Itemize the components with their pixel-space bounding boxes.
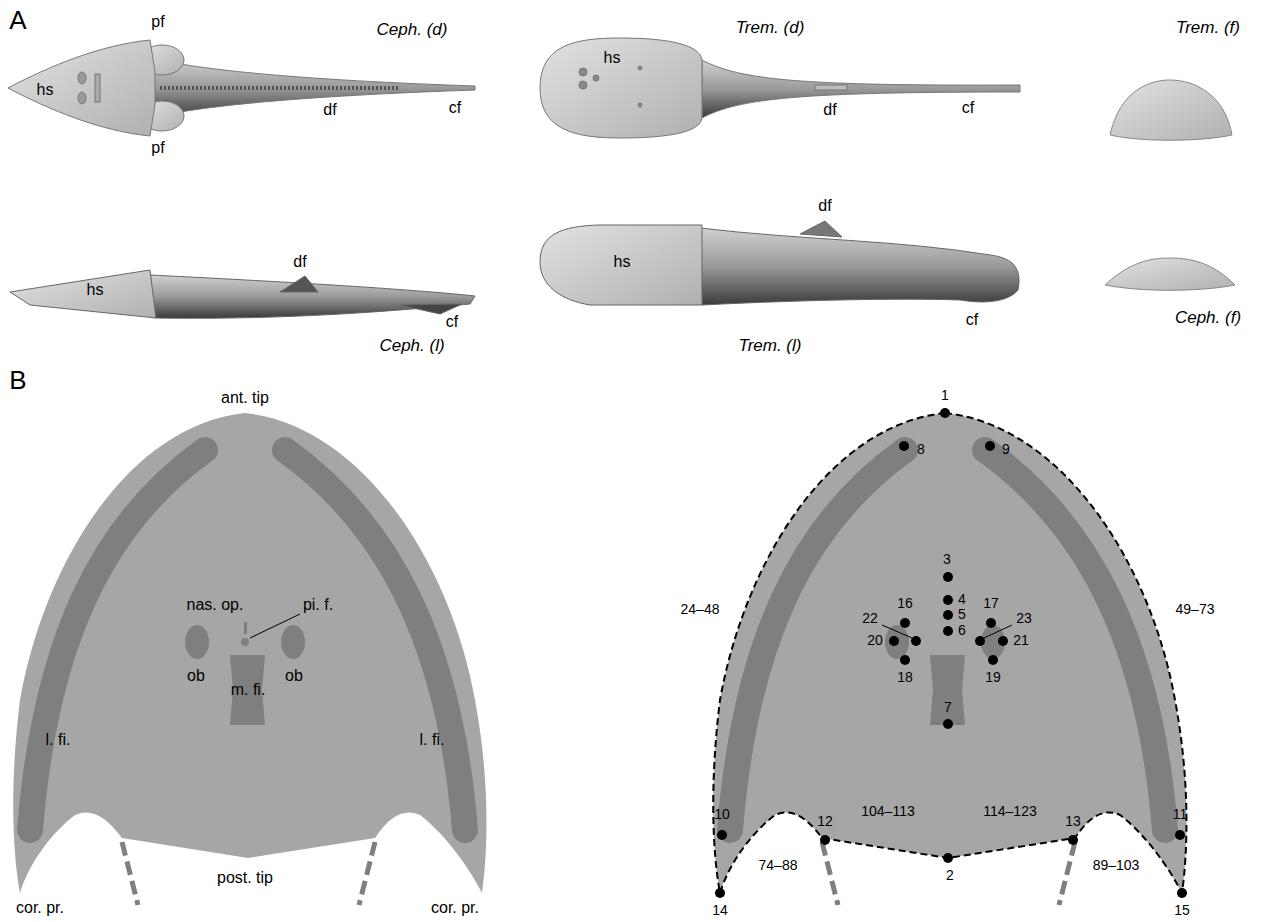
landmark-dot: [715, 888, 725, 898]
landmark-dot: [1175, 830, 1185, 840]
callout-number: 6: [958, 623, 966, 638]
callout-number: 11: [1173, 807, 1188, 822]
part-label: cf: [966, 311, 978, 329]
head-shield-left: [13, 413, 486, 905]
landmark-dot: [911, 636, 921, 646]
landmark-dot: [943, 572, 953, 582]
part-label: cor. pr.: [431, 899, 479, 917]
part-label: pf: [151, 139, 164, 157]
part-label: pi. f.: [303, 596, 333, 614]
part-label: cf: [446, 313, 458, 331]
part-label: l. fi.: [46, 731, 71, 749]
part-label: df: [293, 253, 306, 271]
callout-number: 74–88: [759, 858, 798, 873]
landmark-dot: [943, 626, 953, 636]
callout-number: 18: [897, 670, 913, 685]
part-label: pf: [151, 13, 164, 31]
landmark-dot: [988, 655, 998, 665]
part-label: l. fi.: [420, 731, 445, 749]
callout-number: 104–113: [861, 804, 914, 819]
callout-number: 20: [867, 633, 883, 648]
landmark-dot: [889, 636, 899, 646]
landmark-dot: [900, 655, 910, 665]
callout-number: 21: [1013, 633, 1029, 648]
callout-number: 12: [817, 814, 833, 829]
part-label: hs: [614, 253, 631, 271]
view-label: Ceph. (f): [1175, 309, 1241, 328]
callout-number: 3: [943, 552, 951, 567]
part-label: cf: [962, 99, 974, 117]
callout-number: 15: [1174, 903, 1190, 918]
callout-number: 16: [897, 596, 913, 611]
tremataspis-lateral: [540, 221, 1019, 305]
landmark-dot: [943, 610, 953, 620]
landmark-dot: [820, 835, 830, 845]
panel-letter: A: [9, 6, 26, 35]
callout-number: 10: [714, 807, 730, 822]
landmark-dot: [943, 595, 953, 605]
part-label: hs: [37, 81, 54, 99]
callout-number: 17: [983, 596, 999, 611]
landmark-dot: [1068, 835, 1078, 845]
landmark-dot: [1177, 888, 1187, 898]
view-label: Trem. (d): [736, 19, 805, 38]
view-label: Ceph. (l): [379, 337, 444, 356]
callout-number: 4: [958, 592, 966, 607]
part-label: df: [818, 197, 831, 215]
cephalaspis-dorsal: [8, 40, 475, 136]
callout-number: 24–48: [681, 602, 720, 617]
landmark-dot: [975, 636, 985, 646]
callout-number: 49–73: [1176, 602, 1215, 617]
landmark-dot: [943, 719, 953, 729]
part-label: hs: [604, 49, 621, 67]
landmark-dot: [940, 408, 950, 418]
callout-number: 13: [1065, 814, 1081, 829]
callout-number: 2: [946, 868, 954, 883]
part-label: df: [823, 101, 836, 119]
landmark-dots: [715, 408, 1187, 898]
callout-number: 8: [917, 442, 925, 457]
callout-number: 23: [1016, 611, 1032, 626]
landmark-dot: [899, 441, 909, 451]
part-label: m. fi.: [231, 681, 266, 699]
part-label: ob: [187, 667, 205, 685]
frontal-views: [1105, 80, 1235, 290]
part-label: nas. op.: [187, 596, 244, 614]
part-label: hs: [87, 281, 104, 299]
cephalaspis-lateral: [10, 270, 475, 318]
callout-number: 19: [985, 670, 1001, 685]
callout-number: 89–103: [1093, 858, 1140, 873]
landmark-dot: [986, 618, 996, 628]
callout-number: 14: [712, 903, 728, 918]
view-label: Trem. (l): [739, 337, 802, 356]
callout-number: 1: [941, 388, 949, 403]
landmark-dot: [985, 441, 995, 451]
part-label: df: [323, 101, 336, 119]
landmark-dot: [943, 853, 953, 863]
callout-number: 7: [944, 700, 952, 715]
landmark-dot: [998, 636, 1008, 646]
callout-number: 9: [1002, 442, 1010, 457]
landmark-dot: [900, 618, 910, 628]
head-shield-right: [713, 413, 1186, 905]
callout-number: 22: [862, 611, 878, 626]
part-label: post. tip: [217, 869, 273, 887]
part-label: cf: [449, 99, 461, 117]
view-label: Trem. (f): [1176, 19, 1240, 38]
part-label: ant. tip: [221, 389, 269, 407]
tremataspis-dorsal: [540, 38, 1020, 138]
leader-line: [250, 614, 300, 638]
callout-number: 5: [958, 607, 966, 622]
view-label: Ceph. (d): [377, 21, 448, 40]
part-label: ob: [285, 667, 303, 685]
landmark-dot: [717, 830, 727, 840]
callout-number: 114–123: [983, 804, 1036, 819]
part-label: cor. pr.: [16, 899, 64, 917]
panel-letter: B: [9, 366, 26, 395]
